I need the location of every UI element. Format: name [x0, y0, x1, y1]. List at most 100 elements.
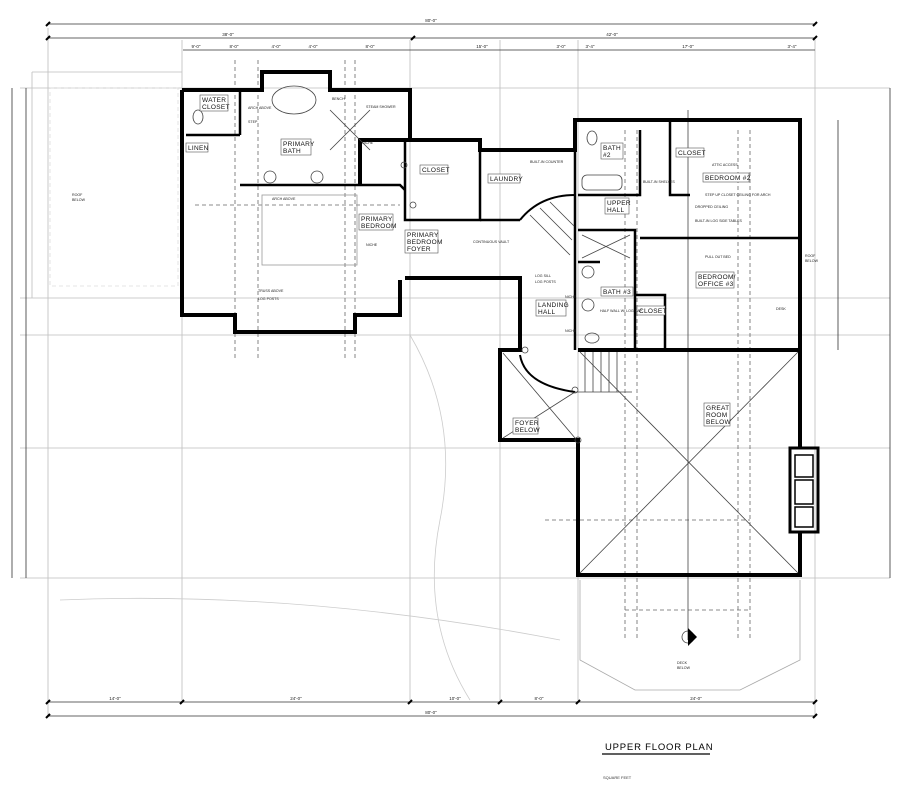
room-bath-2: BATH #2 — [600, 142, 624, 160]
toilet-icon — [192, 109, 204, 125]
room-primary-bedroom: PRIMARY BEDROOM — [358, 213, 397, 231]
drawing-title: UPPER FLOOR PLAN — [605, 742, 713, 753]
dim-top-seg: 8'-0" — [366, 44, 375, 49]
svg-text:BATH #3: BATH #3 — [603, 289, 631, 296]
svg-text:ROOM: ROOM — [706, 412, 727, 419]
svg-text:LINEN: LINEN — [188, 145, 209, 152]
dim-bottom-seg: 10'-0" — [449, 696, 461, 701]
room-labels: WATER CLOSET LINEN PRIMARY BATH CLOSET L… — [185, 94, 751, 435]
svg-text:BEDROOM: BEDROOM — [407, 239, 443, 246]
svg-text:WATER: WATER — [202, 97, 226, 104]
svg-text:HALL: HALL — [607, 207, 625, 214]
room-laundry: LAUNDRY — [487, 173, 523, 184]
svg-text:LOG POSTS: LOG POSTS — [258, 297, 279, 301]
annotations: ROOF BELOW ROOF BELOW DECK BELOW ARCH AB… — [72, 97, 819, 670]
dimension-lines — [11, 21, 891, 719]
svg-text:STEAM SHOWER: STEAM SHOWER — [366, 105, 396, 109]
bathtub-icon — [271, 85, 317, 115]
svg-text:HALL: HALL — [538, 309, 556, 316]
svg-text:GREAT: GREAT — [706, 405, 729, 412]
svg-text:ROOF: ROOF — [72, 193, 83, 197]
dim-top-left: 38'-0" — [222, 32, 234, 37]
svg-text:ROOF: ROOF — [805, 254, 816, 258]
room-upper-hall: UPPER HALL — [604, 197, 631, 215]
room-bedroom-2: BEDROOM #2 — [702, 172, 751, 183]
svg-text:DECK: DECK — [677, 661, 688, 665]
room-landing-hall: LANDING HALL — [535, 299, 569, 317]
title-block: UPPER FLOOR PLAN SQUARE FEET — [602, 742, 713, 780]
svg-text:ARCH ABOVE: ARCH ABOVE — [248, 106, 272, 110]
room-great-room-below: GREAT ROOM BELOW — [703, 402, 732, 427]
svg-text:HALF WALL W/ LOG CAP: HALF WALL W/ LOG CAP — [600, 309, 643, 313]
dim-top-overall: 80'-0" — [425, 18, 437, 23]
interior-walls — [186, 90, 800, 350]
svg-text:DROPPED CEILING: DROPPED CEILING — [695, 205, 728, 209]
svg-text:NICHE: NICHE — [565, 295, 577, 299]
stairs — [519, 194, 632, 393]
svg-text:BUILT-IN COUNTER: BUILT-IN COUNTER — [530, 160, 564, 164]
toilet-icon — [586, 130, 598, 146]
room-bedroom-office-3: BEDROOM/ OFFICE #3 — [695, 271, 736, 289]
svg-text:CLOSET: CLOSET — [202, 104, 230, 111]
sink-icon — [310, 170, 324, 184]
dim-top-seg: 9'-0" — [192, 44, 201, 49]
dim-bottom-seg: 8'-0" — [535, 696, 544, 701]
svg-text:BEDROOM #2: BEDROOM #2 — [705, 175, 751, 182]
dim-top-seg: 4'-0" — [309, 44, 318, 49]
svg-text:DESK: DESK — [776, 307, 786, 311]
toilet-icon — [584, 332, 600, 344]
dim-top-seg: 17'-0" — [682, 44, 694, 49]
svg-text:OFFICE #3: OFFICE #3 — [698, 281, 734, 288]
svg-text:BEDROOM/: BEDROOM/ — [698, 274, 736, 281]
svg-text:BUILT-IN SHELVES: BUILT-IN SHELVES — [643, 180, 675, 184]
svg-text:LANDING: LANDING — [538, 302, 569, 309]
room-foyer-below: FOYER BELOW — [512, 417, 540, 435]
svg-text:STEP: STEP — [248, 120, 258, 124]
dimension-labels: 80'-0" 38'-0" 42'-0" 9'-0" 8'-0" 4'-0" 4… — [109, 18, 797, 715]
framing-lines — [195, 60, 751, 640]
room-closet-bath-3: CLOSET — [636, 305, 667, 316]
dim-top-seg: 15'-0" — [476, 44, 488, 49]
svg-text:LOG POSTS: LOG POSTS — [535, 280, 556, 284]
svg-text:FOYER: FOYER — [515, 420, 539, 427]
svg-text:BELOW: BELOW — [805, 259, 819, 263]
bathtub-icon — [581, 174, 623, 191]
dim-top-seg: 3'-4" — [788, 44, 797, 49]
dim-top-seg: 4'-0" — [272, 44, 281, 49]
svg-text:PRIMARY: PRIMARY — [283, 141, 315, 148]
svg-text:BEDROOM: BEDROOM — [361, 223, 397, 230]
dim-bottom-seg: 24'-0" — [290, 696, 302, 701]
room-bath-3: BATH #3 — [600, 286, 634, 297]
svg-text:PRIMARY: PRIMARY — [361, 216, 393, 223]
svg-text:BELOW: BELOW — [706, 419, 732, 426]
sink-icon — [263, 170, 277, 184]
dim-top-seg: 3'-0" — [557, 44, 566, 49]
svg-text:NICHE: NICHE — [362, 141, 374, 145]
svg-text:LAUNDRY: LAUNDRY — [490, 176, 523, 183]
square-feet-label: SQUARE FEET — [603, 775, 632, 780]
svg-text:NICHE: NICHE — [366, 243, 378, 247]
svg-text:STEP UP CLOSET CEILING FOR ARC: STEP UP CLOSET CEILING FOR ARCH — [705, 193, 771, 197]
svg-text:BATH: BATH — [603, 145, 621, 152]
room-primary-bath: PRIMARY BATH — [280, 138, 315, 156]
svg-text:ARCH ABOVE: ARCH ABOVE — [272, 197, 296, 201]
svg-text:FOYER: FOYER — [407, 246, 431, 253]
svg-text:BENCH: BENCH — [332, 97, 345, 101]
sink-icon — [581, 265, 595, 279]
dim-top-seg: 8'-0" — [230, 44, 239, 49]
room-primary-bedroom-foyer: PRIMARY BEDROOM FOYER — [404, 229, 443, 254]
open-to-below — [502, 351, 801, 691]
reference-grid — [20, 28, 890, 715]
svg-text:CLOSET: CLOSET — [639, 308, 667, 315]
svg-text:PULL OUT BED: PULL OUT BED — [705, 255, 731, 259]
room-closet-primary: CLOSET — [419, 164, 450, 175]
svg-text:CLOSET: CLOSET — [422, 167, 450, 174]
svg-text:CLOSET: CLOSET — [678, 150, 706, 157]
svg-text:TRUSS ABOVE: TRUSS ABOVE — [258, 289, 284, 293]
dim-top-right: 42'-0" — [606, 32, 618, 37]
svg-text:UPPER: UPPER — [607, 200, 631, 207]
svg-text:BELOW: BELOW — [677, 666, 691, 670]
sink-icon — [581, 298, 595, 312]
svg-text:ATTIC ACCESS: ATTIC ACCESS — [712, 163, 738, 167]
